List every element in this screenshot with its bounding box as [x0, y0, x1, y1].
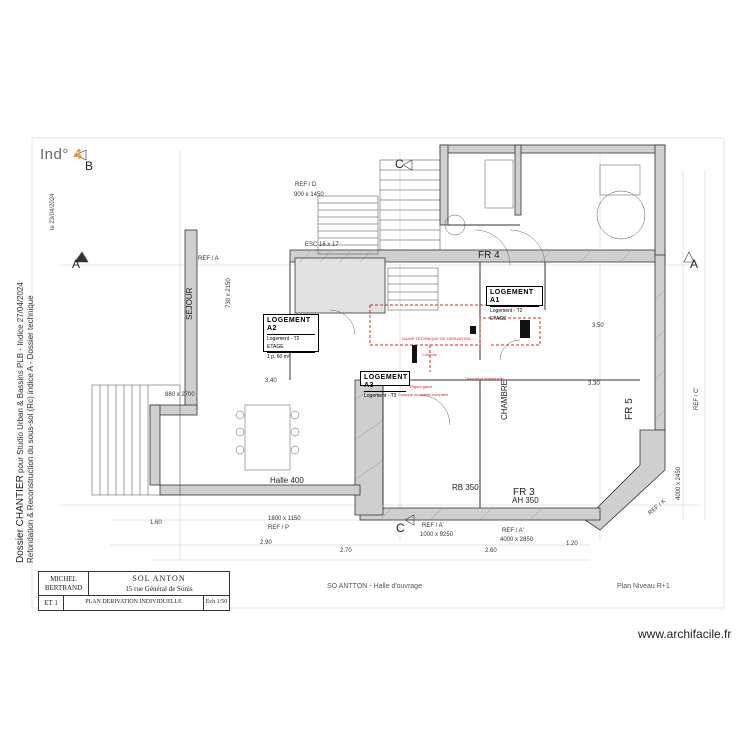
logement-a1-title: LOGEMENT A1 — [490, 289, 534, 304]
dim-span-4: 2.70 — [340, 548, 352, 554]
dim-stair: ESC 16 x 17 — [305, 242, 339, 248]
dim-span-8: 3.30 — [588, 381, 600, 387]
dim-sill: 880 x 2700 — [165, 392, 195, 398]
logement-a1-box: LOGEMENT A1 Logement - T2 ETAGE — [486, 286, 543, 322]
revision-index-prefix: Ind° — [40, 146, 69, 163]
revision-index-label: Ind° 4 — [40, 146, 82, 163]
dim-bottom-p: 1800 x 1150 — [268, 516, 301, 522]
logement-a3-box: LOGEMENT A3 Logement - T3 — [360, 371, 410, 399]
dim-span-7: 3.50 — [592, 323, 604, 329]
title-block-sheet-id: ET 1 — [39, 596, 64, 610]
room-label-sejour: SÉJOUR — [185, 287, 194, 320]
logement-a2-line1: Logement - T2 ETAGE — [267, 334, 315, 351]
title-block-scale: Ech 1/50 — [205, 599, 228, 605]
dossier-detail: pour Studio Urban & Bassins PLB - Indice… — [16, 282, 25, 473]
axis-label-a-right: A — [690, 257, 698, 271]
dim-ref-c-prime: REF / C' — [694, 388, 700, 410]
title-block-plan-title: PLAN DERIVATION INDIVIDUELLE — [64, 596, 204, 610]
red-note-a: Rajout gaine — [410, 384, 433, 389]
title-block: MICHEL BERTRAND SOL ANTON 15 rue Général… — [38, 571, 230, 611]
red-note-riser: Colonne — [422, 352, 437, 357]
logement-a3-title: LOGEMENT A3 — [364, 374, 408, 389]
red-note-b: Dérivation individuelle — [465, 376, 504, 381]
logement-a1-line1: Logement - T2 ETAGE — [490, 306, 539, 323]
red-note-corridor: GAINE TECHNIQUE DE DERIVATION — [402, 336, 471, 341]
dim-span-5: 2.60 — [485, 548, 497, 554]
dim-span-2: 2.90 — [260, 540, 272, 546]
dim-ref-a-prime-right: REF / A' — [502, 528, 524, 534]
logement-a2-line2: 1 p. 60 m² — [267, 352, 315, 361]
dim-top: 900 x 1450 — [294, 192, 324, 198]
dim-bottom-right: 4000 x 2850 — [500, 537, 534, 543]
author-line-1: MICHEL — [50, 575, 77, 583]
dossier-line-2: Refondation & Reconstruction du sous-sol… — [26, 295, 35, 563]
logement-a2-box: LOGEMENT A2 Logement - T2 ETAGE 1 p. 60 … — [263, 314, 319, 360]
archifacile-link[interactable]: www.archifacile.fr — [638, 627, 732, 641]
logement-a3-line1: Logement - T3 — [364, 391, 406, 400]
dim-span-1: 1.60 — [150, 520, 162, 526]
axis-label-c-top: C — [395, 157, 404, 171]
dim-bottom-a-prime: 1000 x 9250 — [420, 532, 454, 538]
axis-label-b: B — [85, 159, 93, 173]
floor-caption: SO ANTTON - Halle d'ouvrage — [327, 583, 422, 590]
dim-right: 4000 x 2450 — [676, 466, 682, 500]
title-block-author: MICHEL BERTRAND — [39, 572, 89, 596]
room-label-chambre: CHAMBRE — [500, 380, 509, 420]
dossier-margin-text: Dossier CHANTIER pour Studio Urban & Bas… — [15, 103, 36, 563]
axis-label-a: A — [72, 257, 80, 271]
margin-date-note: le 23/04/2024 — [50, 193, 56, 230]
axis-label-c-bottom: C — [396, 521, 405, 535]
author-line-2: BERTRAND — [44, 584, 83, 592]
dim-ref-d-top: REF / D — [295, 182, 317, 188]
dim-ref-p: REF / P — [268, 525, 289, 531]
red-note-c: Colonne montante compteur — [398, 392, 449, 397]
revision-index-number: 4 — [73, 146, 83, 163]
title-block-project: SOL ANTON 15 rue Général de Sonis — [89, 572, 229, 596]
logement-a2-title: LOGEMENT A2 — [267, 317, 311, 332]
dim-span-3: 3.40 — [265, 378, 277, 384]
room-label-fr4: FR 4 — [478, 250, 500, 261]
dim-door: 730 x 2150 — [226, 278, 232, 308]
project-line-2: 15 rue Général de Sonis — [125, 585, 193, 593]
dim-ref-k: REF / K — [647, 498, 667, 516]
room-label-hall: Halle 400 — [270, 476, 304, 485]
room-label-ah: AH 350 — [512, 496, 539, 505]
project-line-1: SOL ANTON — [132, 574, 186, 583]
dim-ref-a-left: REF / A — [198, 256, 219, 262]
room-label-fr3: FR 3 — [513, 487, 535, 498]
dossier-title: Dossier CHANTIER — [15, 475, 26, 563]
room-label-fr5: FR 5 — [624, 398, 635, 420]
room-label-rb: RB 350 — [452, 483, 479, 492]
dim-span-6: 1.20 — [566, 541, 578, 547]
dim-ref-a-prime-left: REF / A' — [422, 523, 444, 529]
plan-level-label: Plan Niveau R+1 — [617, 583, 670, 590]
